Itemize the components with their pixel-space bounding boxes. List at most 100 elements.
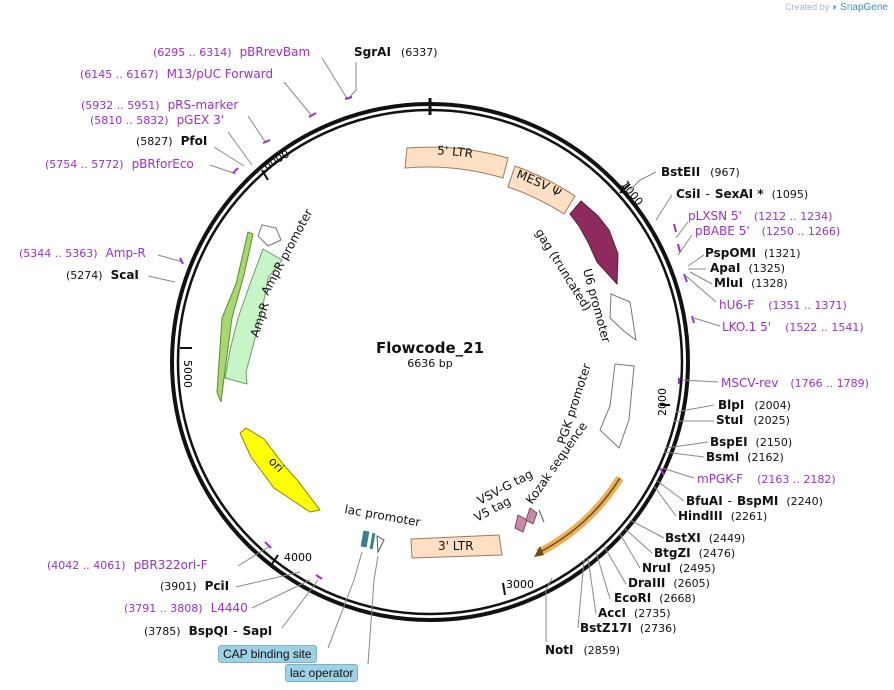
enzyme-bspqi-sapi[interactable]: (3785)BspQI-SapI	[144, 624, 272, 638]
leader-bsmi	[663, 451, 705, 458]
feature-lac-promoter[interactable]	[360, 530, 385, 554]
leader-pspomi	[687, 254, 705, 267]
enzyme-apai[interactable]: ApaI(1325)	[710, 261, 785, 275]
enzyme-mlui[interactable]: MluI(1328)	[714, 276, 788, 290]
feature-gag-truncated[interactable]	[569, 200, 619, 286]
enzyme-draiii[interactable]: DraIII(2605)	[628, 576, 710, 590]
leader-mscv	[681, 379, 719, 383]
tick-label-5000: 5000	[181, 360, 194, 388]
primer-hu6-f[interactable]: hU6-F(1351 .. 1371)	[719, 298, 847, 312]
leader-bspqi	[281, 579, 319, 629]
plasmid-length: 6636 bp	[407, 357, 452, 370]
leader-ampr-primer	[157, 254, 184, 263]
enzyme-scai[interactable]: (5274)ScaI	[66, 268, 139, 282]
enzyme-pspomi[interactable]: PspOMI(1321)	[705, 246, 801, 260]
leader-ecori	[595, 551, 611, 600]
feature-lac-label: lac promoter	[343, 502, 421, 529]
cap-binding-site-badge[interactable]: CAP binding site	[218, 645, 317, 663]
primer-pbabe5[interactable]: pBABE 5'(1250 .. 1266)	[695, 224, 840, 238]
feature-u6-promoter[interactable]	[609, 293, 637, 342]
primer-mark-m13	[308, 112, 317, 118]
tick-label-6000: 6000	[261, 147, 292, 172]
enzyme-bfuai-bspmi[interactable]: BfuAI-BspMI(2240)	[686, 494, 823, 508]
leader-pbrforeco	[209, 164, 237, 175]
enzyme-pcii[interactable]: (3901)PciI	[160, 579, 229, 593]
leader-bstxi	[629, 519, 665, 539]
primer-pbrrevbam[interactable]: (6295 .. 6314)pBRrevBam	[153, 45, 310, 59]
tick-3000	[502, 582, 506, 596]
primer-mark-pbrforeco	[232, 167, 239, 174]
enzyme-csii-sexai[interactable]: CsiI-SexAI *(1095)	[676, 187, 808, 201]
leader-hindiii	[653, 485, 677, 517]
plasmid-name: Flowcode_21	[376, 339, 484, 357]
leader-plxsn	[675, 221, 689, 239]
primer-mscv-rev[interactable]: MSCV-rev(1766 .. 1789)	[721, 376, 869, 390]
primer-plxsn5[interactable]: pLXSN 5'(1212 .. 1234)	[688, 209, 832, 223]
enzyme-ecori[interactable]: EcoRI(2668)	[614, 591, 696, 605]
primer-mark-pbr322ori	[264, 541, 272, 549]
tick-6000	[261, 169, 269, 181]
leader-acci	[587, 557, 597, 615]
enzyme-bsmi[interactable]: BsmI(2162)	[706, 450, 784, 464]
primer-mpgk-f[interactable]: mPGK-F(2163 .. 2182)	[697, 472, 836, 486]
bp-ticks: 1000 2000 3000 4000 5000 6000	[180, 147, 670, 596]
primer-marks	[179, 96, 695, 580]
feature-orf-arrow-line	[537, 477, 621, 554]
leader-scai	[147, 275, 176, 283]
enzyme-sgrai[interactable]: SgrAI(6337)	[354, 45, 437, 59]
leader-bfuai	[655, 479, 685, 502]
leader-sgrai	[347, 62, 357, 100]
feature-orf-arrowhead	[534, 546, 544, 557]
leader-l4440	[251, 579, 311, 609]
enzyme-bstz17i[interactable]: BstZ17I(2736)	[580, 621, 676, 635]
primer-pgex3[interactable]: (5810 .. 5832)pGEX 3'	[90, 113, 224, 127]
feature-ampr[interactable]	[224, 248, 283, 385]
feature-ampr-promoter[interactable]	[257, 224, 282, 247]
primer-mark-ampr	[179, 257, 184, 265]
primer-amp-r[interactable]: (5344 .. 5363)Amp-R	[19, 246, 146, 260]
snapgene-logo-icon: ◗	[831, 2, 838, 13]
tick-label-3000: 3000	[506, 578, 534, 591]
feature-vsvg-tag[interactable]	[514, 514, 528, 533]
primer-pbrforeco[interactable]: (5754 .. 5772)pBRforEco	[45, 157, 194, 171]
primer-mark-pbrrevbam	[344, 96, 353, 100]
enzyme-bsteii[interactable]: BstEII(967)	[661, 165, 740, 179]
primer-prs-marker[interactable]: (5932 .. 5951)pRS-marker	[81, 98, 238, 112]
primer-mark-l4440	[315, 574, 323, 580]
feature-v5-tag[interactable]	[525, 507, 538, 525]
leader-prs	[247, 115, 267, 144]
leader-bstz17i	[577, 559, 585, 629]
feature-ori[interactable]	[239, 427, 321, 513]
primer-l4440[interactable]: (3791 .. 3808)L4440	[124, 601, 248, 615]
feature-5ltr[interactable]	[404, 146, 509, 179]
enzyme-btgzi[interactable]: BtgZI(2476)	[654, 546, 735, 560]
primer-m13-puc-forward[interactable]: (6145 .. 6167)M13/pUC Forward	[80, 67, 273, 81]
primer-mark-mpgk	[659, 467, 665, 476]
lac-operator-badge[interactable]: lac operator	[285, 664, 359, 682]
leader-mlui	[689, 271, 713, 285]
enzyme-nrui[interactable]: NruI(2495)	[642, 561, 716, 575]
enzyme-blpi[interactable]: BlpI(2004)	[718, 398, 791, 412]
enzyme-hindiii[interactable]: HindIII(2261)	[678, 509, 767, 523]
enzyme-bstxi[interactable]: BstXI(2449)	[665, 531, 745, 545]
leader-lines	[147, 57, 721, 665]
leader-pbabe	[677, 234, 693, 256]
lac-operator-mark	[376, 535, 385, 554]
lac-promoter-mark	[369, 532, 376, 550]
leader-draiii	[603, 545, 627, 585]
leader-mpgk	[661, 467, 695, 479]
primer-pbr322ori-f[interactable]: (4042 .. 4061)pBR322ori-F	[47, 558, 208, 572]
enzyme-stui[interactable]: StuI(2025)	[716, 413, 790, 427]
enzyme-bspei[interactable]: BspEI(2150)	[710, 435, 792, 449]
leader-blpi	[675, 404, 715, 413]
feature-mesv-psi[interactable]	[507, 165, 576, 215]
enzyme-pfoi[interactable]: (5827)PfoI	[136, 134, 207, 148]
enzyme-acci[interactable]: AccI(2735)	[598, 606, 671, 620]
feature-pgk-promoter[interactable]	[599, 363, 635, 449]
enzyme-noti[interactable]: NotI(2859)	[545, 643, 620, 657]
feature-3ltr[interactable]	[410, 534, 503, 559]
leader-pbr322ori	[237, 545, 271, 567]
feature-kozak-mark	[538, 509, 545, 523]
primer-lko1-5[interactable]: LKO.1 5'(1522 .. 1541)	[722, 320, 864, 334]
primer-mark-pbabe	[677, 243, 681, 253]
